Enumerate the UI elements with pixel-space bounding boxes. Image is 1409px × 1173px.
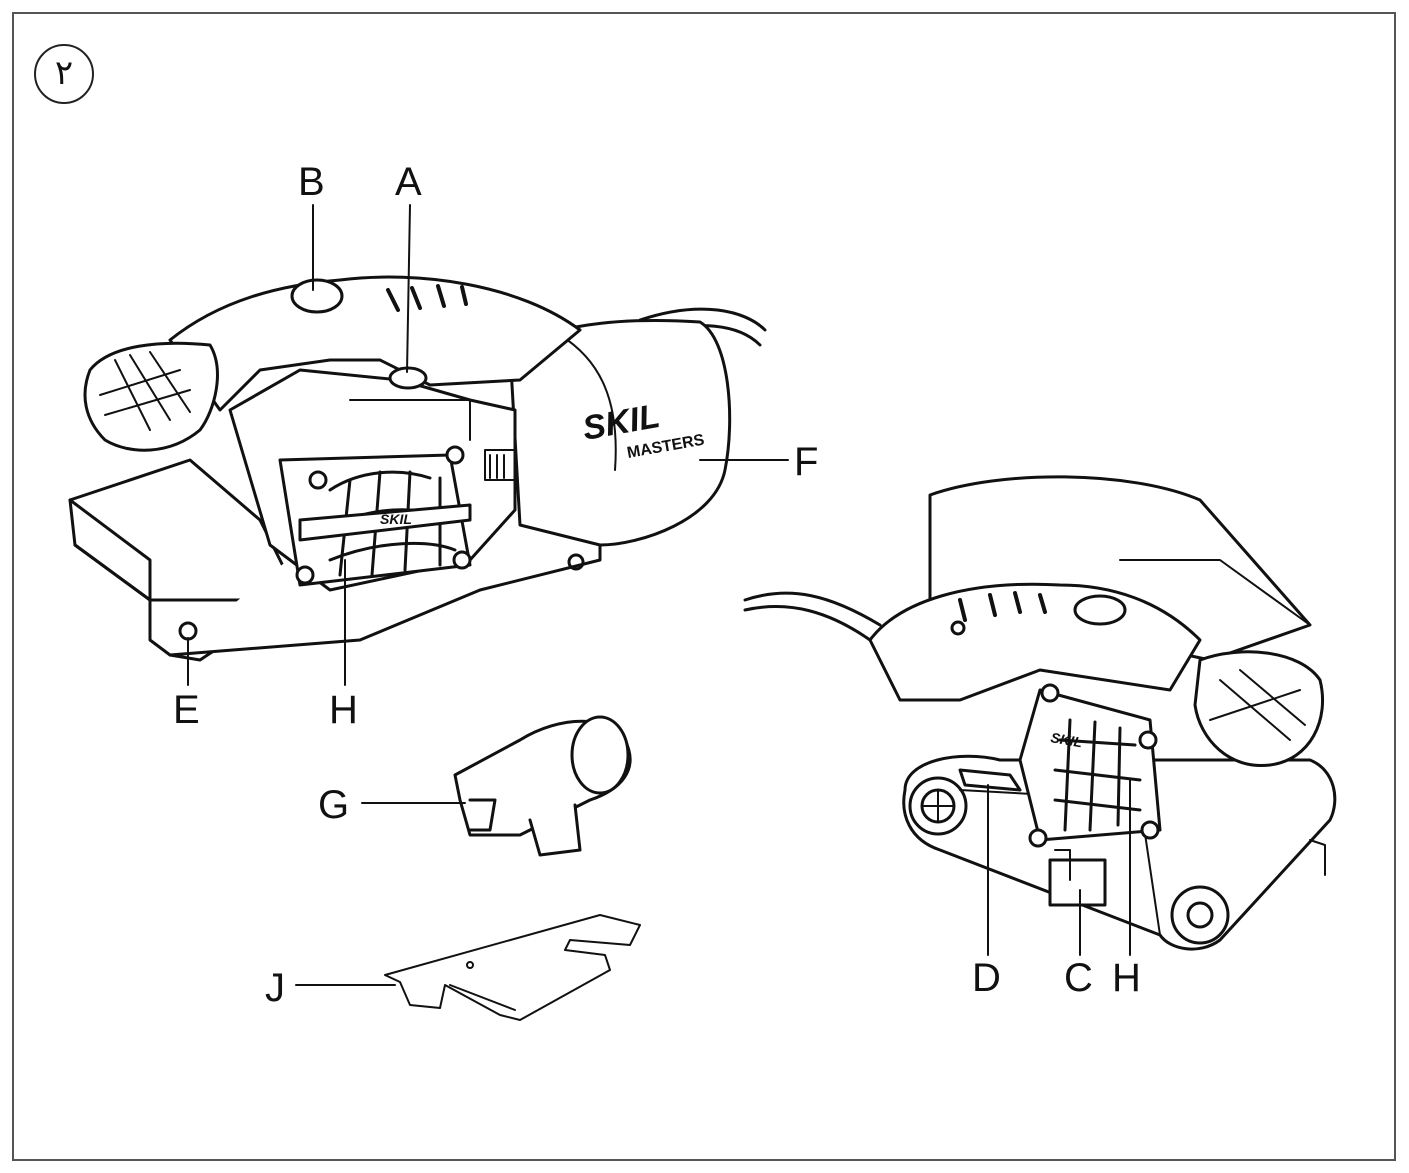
dust-adapter-g xyxy=(453,715,632,857)
left-fan-brand: SKIL xyxy=(380,511,412,527)
right-fan-brand: SKIL xyxy=(1049,729,1083,750)
label-e: E xyxy=(173,688,200,732)
label-h-left: H xyxy=(329,688,358,732)
label-j: J xyxy=(265,966,285,1010)
right-sander: SKIL xyxy=(743,475,1337,951)
switch-b-icon xyxy=(290,278,344,314)
label-h-right: H xyxy=(1112,956,1141,1000)
label-g: G xyxy=(318,783,350,827)
lever-c-icon xyxy=(1048,858,1107,907)
label-a: A xyxy=(395,160,422,204)
leader-lines xyxy=(187,204,1131,986)
label-d: D xyxy=(972,956,1001,1000)
knob-d-icon xyxy=(958,768,1022,792)
left-sander: SKIL SKIL MASTERS xyxy=(68,275,767,662)
label-b: B xyxy=(298,160,325,204)
label-f: F xyxy=(794,440,819,484)
plate-j xyxy=(384,914,641,1021)
label-c: C xyxy=(1064,956,1093,1000)
figure-number-badge: ٢ xyxy=(34,44,94,104)
